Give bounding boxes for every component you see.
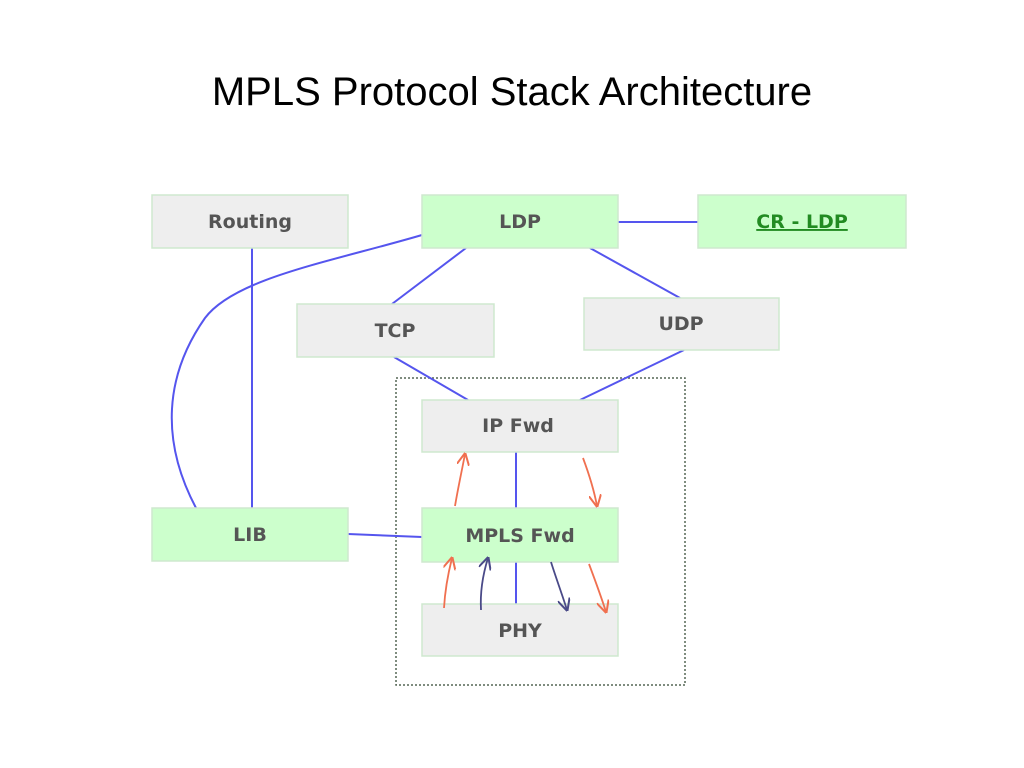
forwarding-plane-frame (395, 377, 686, 686)
node-lib: LIB (151, 507, 349, 562)
node-phy: PHY (421, 603, 619, 657)
arrow-ipfwd-to-mplsfwd (582, 457, 597, 506)
node-ldp: LDP (421, 194, 619, 249)
connector-ldp-tcp (391, 247, 467, 305)
node-udp: UDP (583, 297, 780, 351)
arrow-phy-to-mplsfwd-red (443, 558, 452, 609)
node-phy-label: PHY (498, 620, 542, 642)
connector-lib-mplsfwd (347, 533, 423, 538)
node-ip-fwd: IP Fwd (421, 399, 619, 453)
node-udp-label: UDP (658, 313, 703, 335)
node-ldp-label: LDP (499, 211, 541, 233)
connectors (170, 221, 698, 604)
flow-arrows (443, 454, 606, 612)
node-routing-label: Routing (208, 211, 292, 233)
arrow-mplsfwd-to-phy-navy (550, 561, 567, 610)
arrow-mplsfwd-to-ipfwd (454, 454, 465, 507)
node-cr-ldp-label: CR - LDP (756, 211, 848, 233)
node-ip-fwd-label: IP Fwd (482, 415, 554, 437)
node-mpls-fwd-label: MPLS Fwd (465, 525, 574, 547)
connector-ldp-udp (589, 247, 681, 299)
node-mpls-fwd: MPLS Fwd (421, 507, 619, 563)
slide-title: MPLS Protocol Stack Architecture (211, 70, 813, 114)
connector-ldp-lib (170, 234, 423, 509)
node-tcp-label: TCP (375, 320, 416, 342)
node-tcp: TCP (296, 303, 495, 358)
arrow-phy-to-mplsfwd-navy (481, 558, 488, 611)
node-routing: Routing (151, 194, 349, 249)
node-lib-label: LIB (233, 524, 267, 546)
connector-udp-ipfwd (579, 349, 685, 401)
node-cr-ldp[interactable]: CR - LDP (697, 194, 907, 249)
arrow-mplsfwd-to-phy-red (588, 563, 606, 612)
connector-tcp-ipfwd (393, 356, 469, 401)
